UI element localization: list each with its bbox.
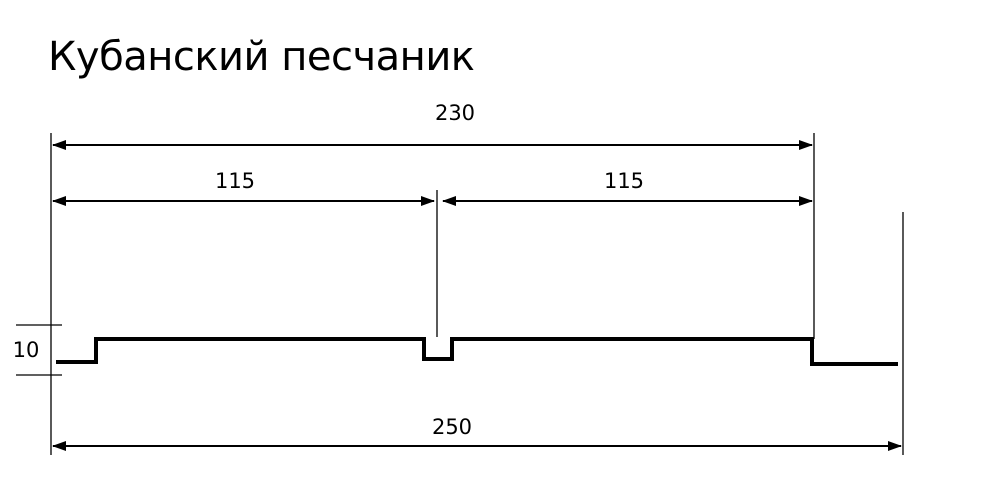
drawing-title: Кубанский песчаник [48, 34, 475, 80]
dimension-label-230: 230 [435, 101, 475, 125]
profile-outline [56, 337, 898, 366]
dimension-label-115-right: 115 [604, 169, 644, 193]
dimension-label-10: 10 [13, 338, 40, 362]
dimension-label-115-left: 115 [215, 169, 255, 193]
dimension-label-250: 250 [432, 415, 472, 439]
